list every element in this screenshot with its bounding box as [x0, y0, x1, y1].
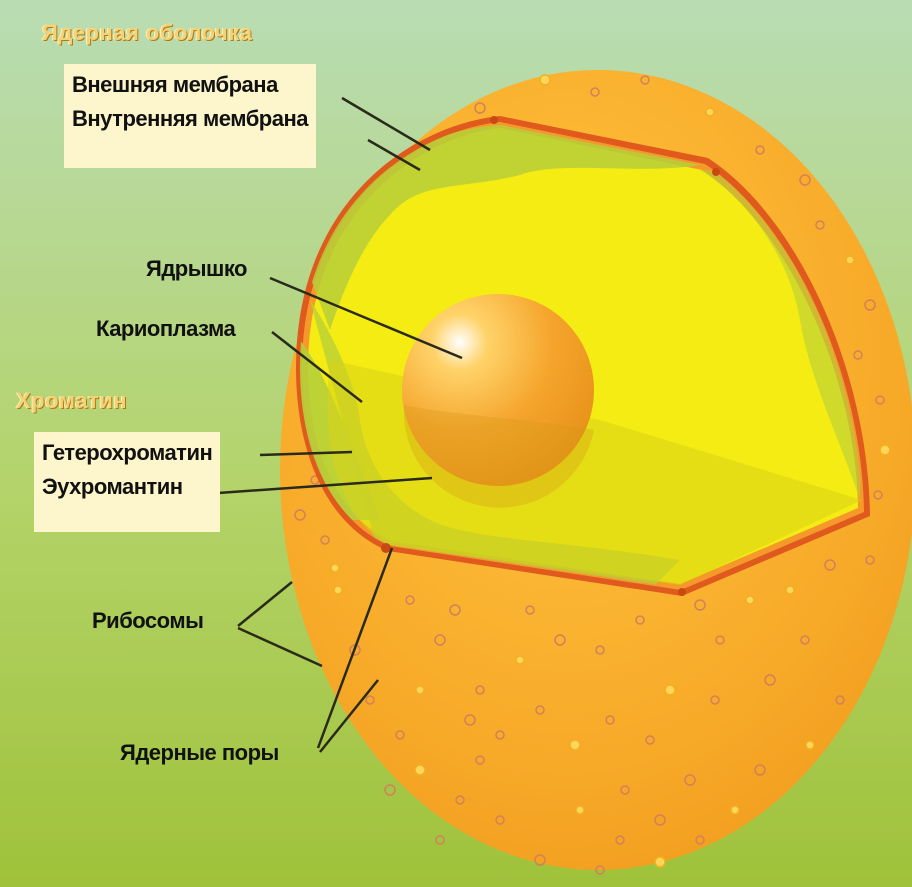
ribosome-dot: [786, 586, 794, 594]
nucleolus-label: Ядрышко: [146, 256, 247, 282]
envelope-group-title: Ядерная оболочка: [42, 20, 252, 46]
nuclear-pore: [678, 588, 686, 596]
ribosome-dot: [415, 765, 425, 775]
chromatin-label-box: Гетерохроматин Эухромантин: [34, 432, 220, 532]
chromatin-group-title: Хроматин: [16, 388, 127, 414]
nuclear-pore: [490, 116, 498, 124]
ribosome-dot: [846, 256, 854, 264]
envelope-label-box: Внешняя мембрана Внутренняя мембрана: [64, 64, 316, 168]
ribosome-dot: [665, 685, 675, 695]
ribosome-dot: [334, 586, 342, 594]
nuclear-pores-label: Ядерные поры: [120, 740, 279, 766]
ribosome-dot: [416, 686, 424, 694]
euchromatin-label: Эухромантин: [42, 470, 212, 504]
ribosome-dot: [806, 741, 814, 749]
ribosome-dot: [516, 656, 524, 664]
ribosome-dot: [880, 445, 890, 455]
outer-membrane-label: Внешняя мембрана: [72, 68, 308, 102]
inner-membrane-label: Внутренняя мембрана: [72, 102, 308, 136]
ribosome-dot: [576, 806, 584, 814]
nuclear-pore: [712, 168, 720, 176]
ribosome-dot: [570, 740, 580, 750]
ribosome-dot: [746, 596, 754, 604]
ribosome-dot: [706, 108, 714, 116]
heterochromatin-label: Гетерохроматин: [42, 436, 212, 470]
ribosome-dot: [655, 857, 665, 867]
ribosome-dot: [731, 806, 739, 814]
ribosome-dot: [331, 564, 339, 572]
ribosome-dot: [540, 75, 550, 85]
karyoplasm-label: Кариоплазма: [96, 316, 235, 342]
ribosomes-label: Рибосомы: [92, 608, 203, 634]
